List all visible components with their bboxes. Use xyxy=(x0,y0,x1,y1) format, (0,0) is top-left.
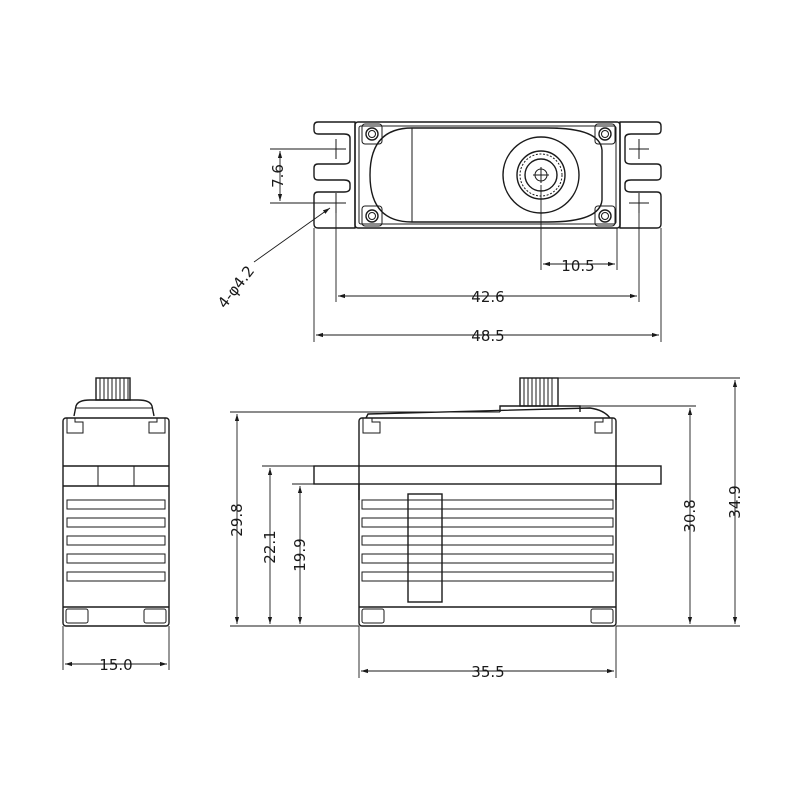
dim-shaft-offset: 10.5 xyxy=(540,185,618,275)
dim-shaft-offset-label: 10.5 xyxy=(561,257,594,275)
dim-flange-width-label: 48.5 xyxy=(471,327,504,345)
dim-body-width-label: 35.5 xyxy=(471,663,504,681)
corner-screw-br xyxy=(594,205,616,227)
top-lid xyxy=(369,127,603,223)
dim-flange-width: 48.5 xyxy=(313,228,662,345)
dim-body-height-label: 29.8 xyxy=(228,503,246,536)
front-view: 29.8 22.1 19.9 35.5 30.8 xyxy=(228,377,744,681)
dim-side-width: 15.0 xyxy=(62,626,170,674)
dim-hole-spec-label: 4-φ4.2 xyxy=(214,262,258,311)
top-case-inner xyxy=(358,125,617,225)
dim-overall-height-label: 34.9 xyxy=(726,485,744,518)
dim-flange-height-bottom: 19.9 xyxy=(291,483,314,624)
top-view: 7.6 4-φ4.2 10.5 42.6 48.5 xyxy=(214,121,662,345)
dim-flange-height-top-label: 22.1 xyxy=(261,530,279,563)
dim-body-height: 29.8 xyxy=(228,411,500,627)
dim-top-to-case-label: 30.8 xyxy=(681,499,699,532)
side-case xyxy=(62,417,170,627)
top-flange-outline-right xyxy=(619,121,662,229)
dim-flange-height-bottom-label: 19.9 xyxy=(291,538,309,571)
mount-hole-marks xyxy=(326,139,649,213)
dim-top-to-case: 30.8 xyxy=(580,405,740,627)
dim-side-width-label: 15.0 xyxy=(99,656,132,674)
corner-screw-bl xyxy=(361,205,383,227)
corner-screw-tl xyxy=(361,123,383,145)
dim-hole-spacing: 42.6 xyxy=(335,213,640,306)
corner-screw-tr xyxy=(594,123,616,145)
dim-body-width: 35.5 xyxy=(358,626,617,681)
dim-flange-height-top: 22.1 xyxy=(261,465,314,624)
dim-hole-pitch-label: 7.6 xyxy=(269,164,287,188)
front-case xyxy=(358,417,617,627)
top-case xyxy=(354,121,621,229)
top-flange-outline xyxy=(313,121,356,229)
dim-hole-spec: 4-φ4.2 xyxy=(214,207,331,312)
front-label-plate xyxy=(407,493,443,603)
dim-hole-pitch: 7.6 xyxy=(269,148,330,204)
side-spline xyxy=(95,377,131,401)
dim-hole-spacing-label: 42.6 xyxy=(471,288,504,306)
side-view: 15.0 xyxy=(62,377,170,674)
dim-overall-height: 34.9 xyxy=(558,377,744,624)
front-flange xyxy=(313,465,662,485)
